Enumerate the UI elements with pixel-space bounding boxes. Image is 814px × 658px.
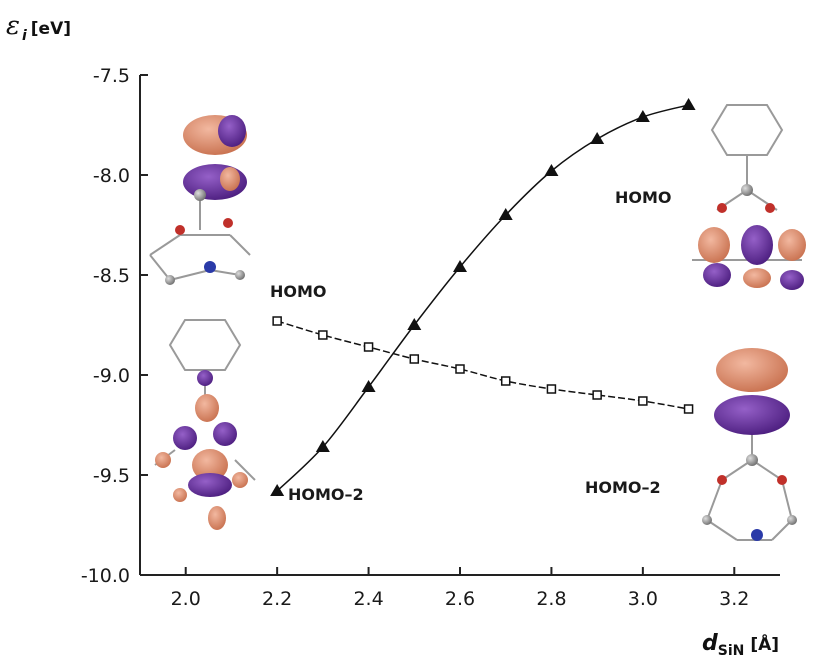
y-axis-subscript: i — [22, 28, 27, 44]
y-axis-unit: [eV] — [31, 19, 71, 39]
y-tick-label: -10.0 — [81, 565, 130, 587]
x-ticks: 2.0 2.2 2.4 2.6 2.8 3.0 3.2 — [171, 567, 749, 610]
x-tick-label: 2.4 — [353, 588, 383, 610]
triangle-data-point — [361, 380, 376, 392]
x-axis-unit: [Å] — [750, 632, 779, 655]
label-homo-left: HOMO — [270, 282, 327, 301]
triangle-data-point — [453, 260, 467, 272]
molecule-orbital-icon — [702, 348, 797, 541]
y-tick-label: -9.5 — [93, 465, 130, 487]
label-homo2-left: HOMO–2 — [288, 485, 364, 504]
molecule-orbital-icon — [692, 104, 806, 290]
triangle-data-point — [681, 98, 696, 110]
x-tick-label: 2.2 — [262, 588, 292, 610]
molecule-orbital-icon — [154, 319, 256, 530]
y-tick-label: -9.0 — [93, 365, 130, 387]
square-data-point — [500, 376, 511, 386]
square-data-point — [546, 384, 557, 394]
molecule-orbital-icon — [149, 115, 251, 285]
label-homo2-right: HOMO–2 — [585, 478, 661, 497]
x-tick-label: 2.6 — [445, 588, 475, 610]
svg-text:dSiN[Å]: dSiN [Å] — [702, 631, 779, 658]
y-axis-symbol: ε — [6, 11, 20, 41]
square-data-point — [638, 396, 648, 406]
y-tick-label: -8.0 — [93, 165, 130, 187]
data-series — [270, 98, 696, 496]
square-data-point — [409, 354, 420, 364]
square-data-point — [683, 404, 694, 414]
x-tick-label: 2.8 — [536, 588, 566, 610]
svg-text:εi[eV]: εi[eV] — [6, 11, 71, 44]
triangle-data-point — [635, 110, 650, 122]
y-tick-label: -8.5 — [93, 265, 130, 287]
triangle-data-point — [407, 318, 422, 330]
triangle-data-point — [590, 132, 605, 144]
y-ticks: -7.5 -8.0 -8.5 -9.0 -9.5 -10.0 — [81, 65, 148, 587]
square-data-point — [363, 342, 374, 352]
x-axis-label: dSiN [Å] — [702, 631, 779, 658]
triangle-data-point — [270, 484, 285, 496]
triangle-data-point — [315, 440, 330, 452]
triangle-data-point — [498, 208, 513, 220]
square-data-point — [318, 330, 328, 340]
x-axis-subscript: SiN — [718, 643, 745, 658]
label-homo-right: HOMO — [615, 188, 672, 207]
x-axis-symbol: d — [702, 631, 718, 656]
square-data-point — [272, 316, 282, 326]
triangle-data-point — [544, 164, 559, 176]
square-data-point — [455, 364, 465, 374]
x-tick-label: 2.0 — [171, 588, 201, 610]
x-tick-label: 3.0 — [628, 588, 658, 610]
square-data-point — [592, 390, 602, 400]
y-tick-label: -7.5 — [93, 65, 130, 87]
series-line — [276, 104, 689, 492]
x-tick-label: 3.2 — [719, 588, 749, 610]
series-line — [276, 320, 689, 410]
